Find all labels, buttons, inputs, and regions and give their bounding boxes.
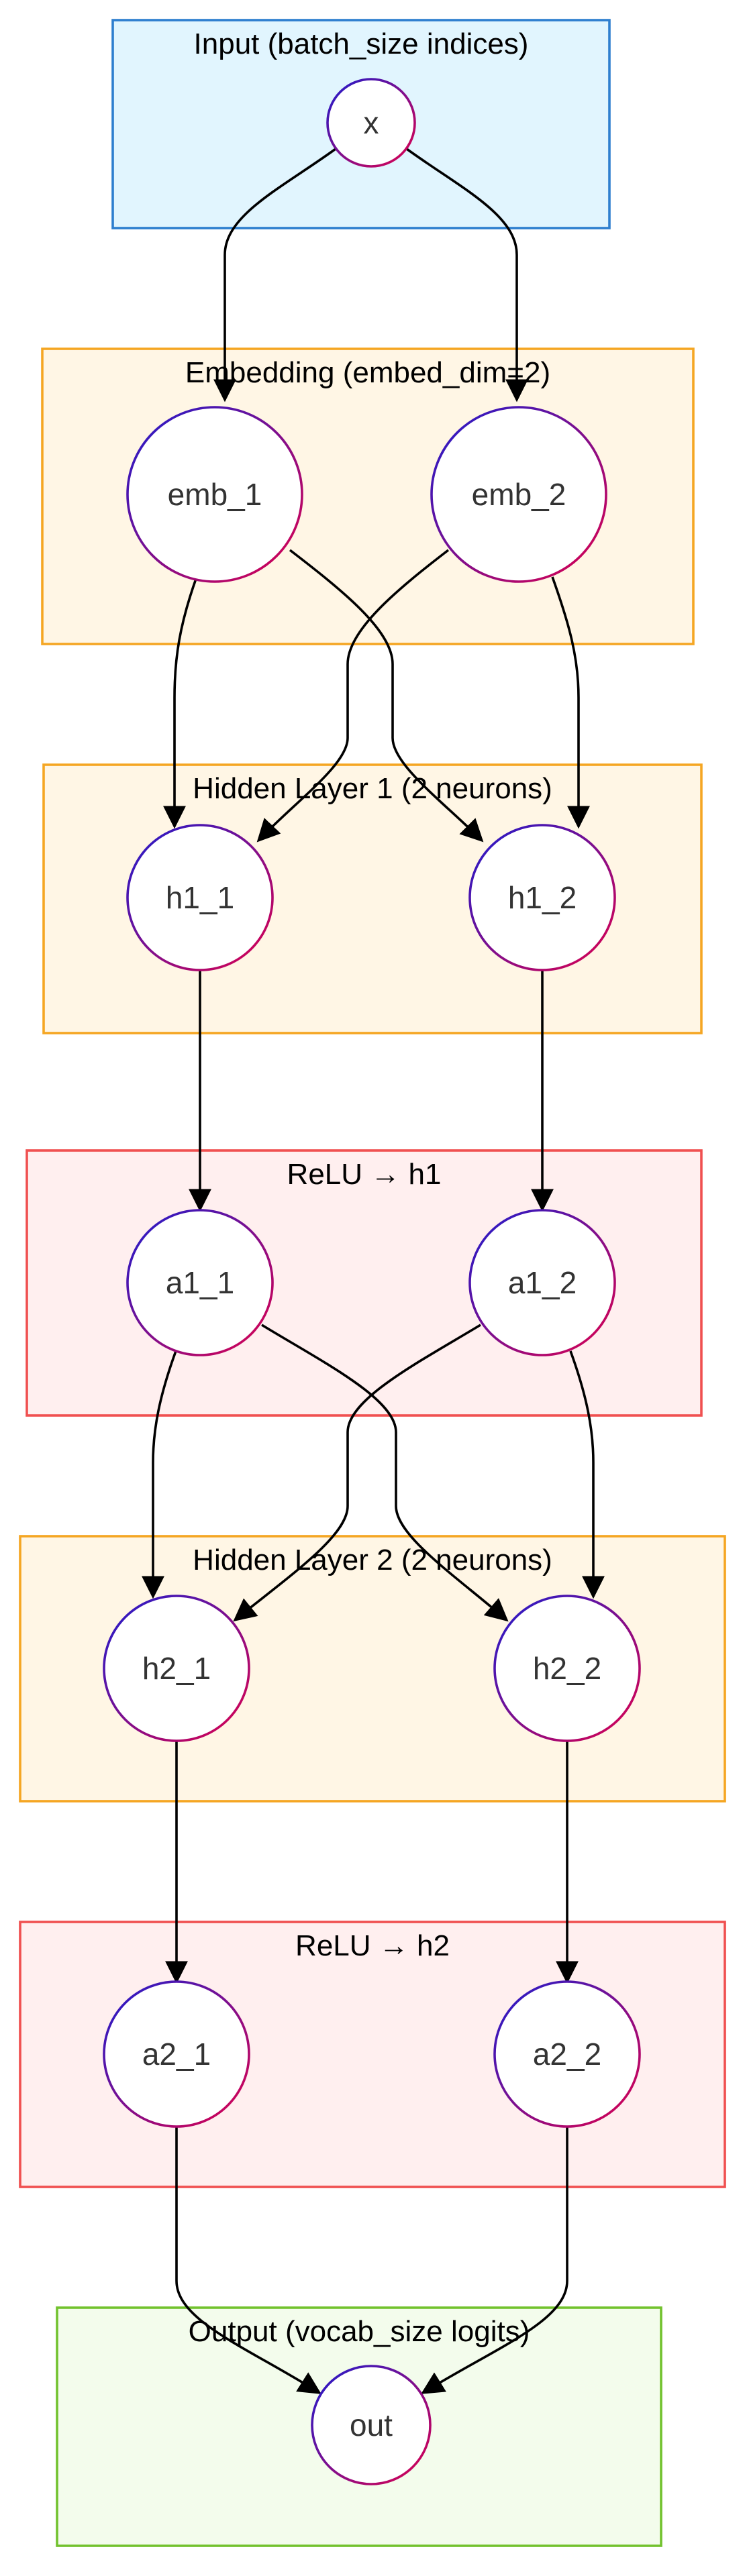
edge-x-to-emb_1 — [213, 148, 337, 402]
node-circle-h1_2 — [468, 824, 616, 971]
node-h2_2: h2_2 — [493, 1595, 641, 1742]
node-label-h2_2: h2_2 — [533, 1651, 601, 1686]
node-label-a1_2: a1_2 — [508, 1265, 577, 1300]
node-label-h2_1: h2_1 — [142, 1651, 211, 1686]
edges-layer — [142, 148, 605, 2394]
node-label-out: out — [350, 2408, 393, 2443]
edge-a2_2-to-out — [421, 2127, 568, 2394]
cluster-title-output: Output (vocab_size logits) — [189, 2315, 530, 2348]
cluster-title-hidden2: Hidden Layer 2 (2 neurons) — [193, 1544, 552, 1576]
edge-emb_2-to-h1_1 — [256, 549, 450, 843]
node-circle-h2_1 — [103, 1595, 250, 1742]
cluster-input: Input (batch_size indices) — [111, 19, 611, 229]
node-label-h1_2: h1_2 — [508, 880, 577, 915]
cluster-title-input: Input (batch_size indices) — [194, 28, 529, 60]
node-circle-emb_2 — [430, 406, 607, 583]
node-circle-out — [311, 2365, 432, 2485]
node-a1_1: a1_1 — [126, 1209, 274, 1356]
node-emb_2: emb_2 — [430, 406, 607, 583]
node-circle-h1_1 — [126, 824, 274, 971]
clusters-layer: Input (batch_size indices) Embedding (emb… — [19, 19, 726, 2547]
edge-a1_1-to-h2_1 — [142, 1350, 177, 1599]
edge-a1_2-to-h2_2 — [569, 1350, 605, 1599]
edge-a2_1-to-out — [175, 2127, 321, 2394]
node-circle-x — [326, 78, 416, 168]
node-x: x — [326, 78, 416, 168]
node-label-emb_2: emb_2 — [472, 477, 566, 512]
edge-x-to-emb_2 — [405, 148, 528, 402]
cluster-title-relu1: ReLU → h1 — [287, 1158, 442, 1191]
node-a2_2: a2_2 — [493, 1980, 641, 2128]
node-out: out — [311, 2365, 432, 2485]
node-emb_1: emb_1 — [126, 406, 303, 583]
node-circle-h2_2 — [493, 1595, 641, 1742]
node-label-emb_1: emb_1 — [168, 477, 262, 512]
cluster-title-hidden1: Hidden Layer 1 (2 neurons) — [193, 772, 552, 805]
nodes-layer: x emb_1 emb_2 h1_1 h1_2 a1_1 a1_2 h2_1 h2_2 a2_1 a… — [103, 78, 641, 2485]
node-circle-a1_1 — [126, 1209, 274, 1356]
edge-emb_2-to-h1_2 — [551, 576, 590, 829]
node-label-a2_1: a2_1 — [142, 2037, 211, 2072]
node-circle-a2_1 — [103, 1980, 250, 2128]
node-circle-a2_2 — [493, 1980, 641, 2128]
node-label-a1_1: a1_1 — [166, 1265, 234, 1300]
node-h1_2: h1_2 — [468, 824, 616, 971]
node-circle-emb_1 — [126, 406, 303, 583]
node-a1_2: a1_2 — [468, 1209, 616, 1356]
node-label-x: x — [364, 105, 379, 140]
node-h2_1: h2_1 — [103, 1595, 250, 1742]
edge-emb_1-to-h1_2 — [289, 549, 484, 843]
edge-a1_2-to-h2_1 — [233, 1324, 481, 1622]
edge-emb_1-to-h1_1 — [163, 576, 198, 829]
edge-a1_1-to-h2_2 — [261, 1324, 509, 1622]
node-label-h1_1: h1_1 — [166, 880, 234, 915]
node-circle-a1_2 — [468, 1209, 616, 1356]
node-h1_1: h1_1 — [126, 824, 274, 971]
node-a2_1: a2_1 — [103, 1980, 250, 2128]
cluster-title-relu2: ReLU → h2 — [295, 1929, 450, 1962]
cluster-title-embedding: Embedding (embed_dim=2) — [185, 356, 550, 389]
node-label-a2_2: a2_2 — [533, 2037, 601, 2072]
